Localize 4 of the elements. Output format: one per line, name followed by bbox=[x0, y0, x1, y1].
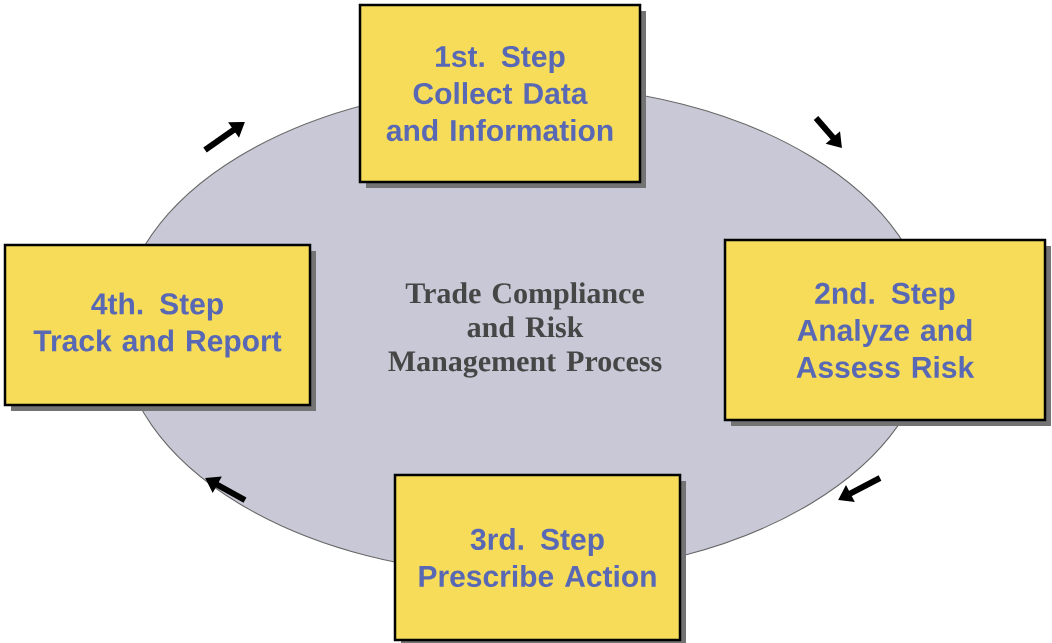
step-box: 4th. Step Track and Report bbox=[3, 243, 316, 411]
step-box: 1st. Step Collect Data and Information bbox=[358, 3, 646, 188]
step-box: 3rd. Step Prescribe Action bbox=[393, 473, 686, 643]
step-box: 2nd. Step Analyze and Assess Risk bbox=[723, 238, 1051, 426]
